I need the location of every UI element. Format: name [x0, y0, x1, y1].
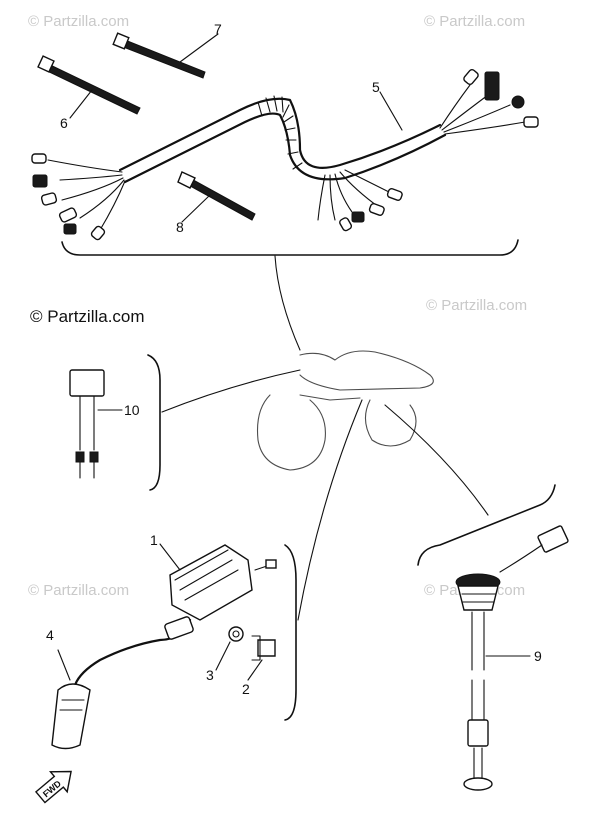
cable-band-7 [112, 32, 206, 79]
ignition-coil-body [169, 544, 253, 621]
callout-10: 10 [124, 402, 140, 418]
sensor-connector [537, 525, 569, 553]
callout-1: 1 [150, 532, 158, 548]
left-connector-1 [31, 153, 47, 164]
mid-connector-4 [386, 187, 403, 201]
callout-6: 6 [60, 115, 68, 131]
callout-7: 7 [214, 21, 222, 37]
sensor-housing [457, 585, 499, 611]
right-terminal-1 [511, 95, 525, 109]
callout-2: 2 [242, 681, 250, 697]
copyright-text: © Partzilla.com [30, 307, 145, 326]
cable-band-6 [37, 55, 141, 115]
right-connector-1 [463, 68, 479, 86]
watermark-top-right: © Partzilla.com [424, 13, 525, 30]
mid-connector-2 [351, 211, 365, 223]
spark-plug-cap [51, 683, 91, 750]
ignition-coil-group: 1 3 2 4 [46, 399, 363, 750]
right-connector-2 [484, 71, 500, 101]
relay-group: 10 [69, 354, 301, 491]
sensor-group: 9 [384, 404, 569, 791]
mid-connector-3 [368, 202, 385, 216]
callout-3: 3 [206, 667, 214, 683]
callout-9: 9 [534, 648, 542, 664]
left-connector-2 [32, 174, 48, 188]
left-connector-4 [58, 207, 78, 223]
sensor-tip [463, 777, 493, 791]
callout-5: 5 [372, 79, 380, 95]
watermark-low-left: © Partzilla.com [28, 582, 129, 599]
washer [228, 626, 244, 642]
right-connector-3 [523, 116, 539, 128]
left-connector-5 [63, 223, 77, 235]
relay-body [69, 369, 105, 397]
cable-band-8 [177, 171, 256, 221]
motorcycle-outline [256, 350, 434, 471]
bolt [257, 639, 276, 657]
watermark-top-left: © Partzilla.com [28, 13, 129, 30]
wire-harness-group: 7 6 8 5 [31, 21, 539, 351]
forward-arrow-icon: FWD [34, 770, 72, 804]
callout-8: 8 [176, 219, 184, 235]
callout-4: 4 [46, 627, 54, 643]
watermark-mid-right: © Partzilla.com [426, 297, 527, 314]
mid-connector-1 [339, 217, 353, 232]
left-connector-6 [90, 225, 106, 241]
left-connector-3 [40, 192, 58, 206]
